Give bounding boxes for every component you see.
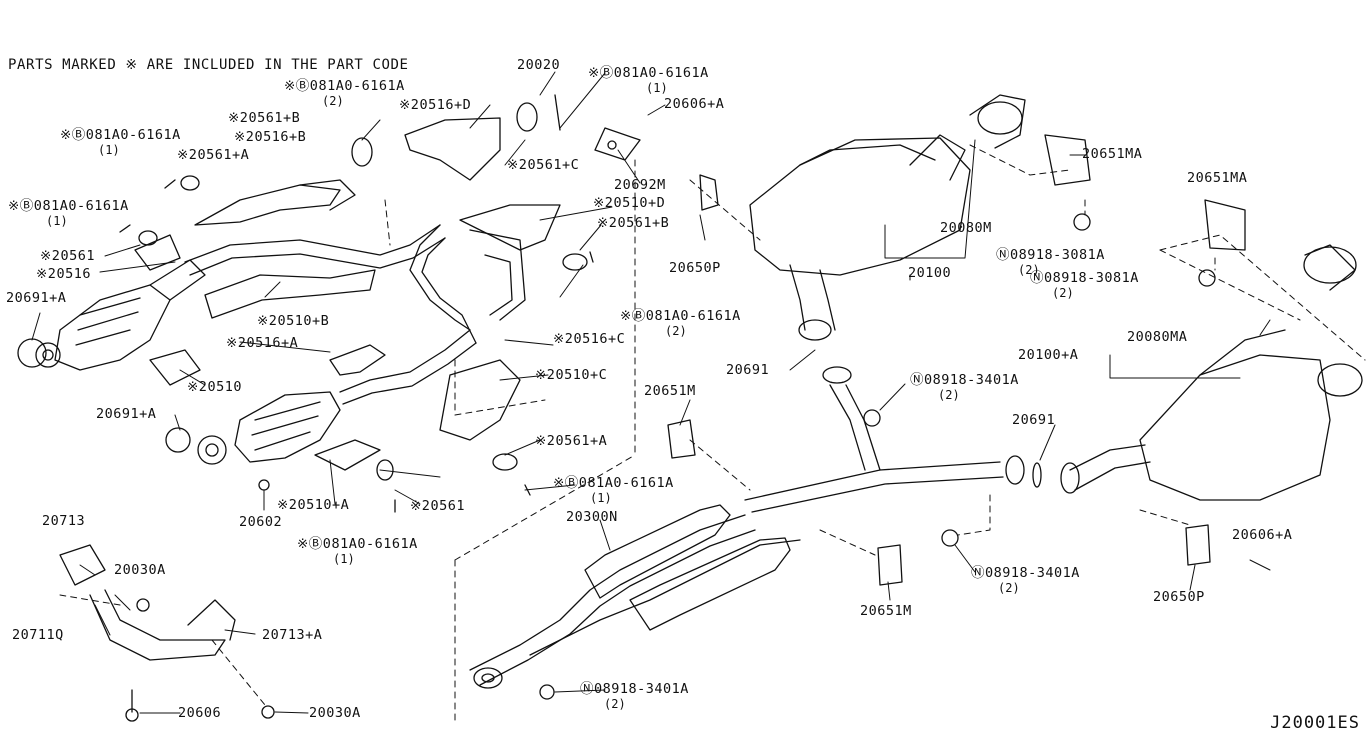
callout-20516b: ※20516+B bbox=[234, 129, 307, 145]
callout-20651ma-2: 20651MA bbox=[1187, 170, 1248, 186]
callout-20080ma: 20080MA bbox=[1127, 329, 1188, 345]
callout-20691-r: 20691 bbox=[1012, 412, 1056, 428]
callout-20651m-top: 20651M bbox=[644, 383, 696, 399]
mounting-brackets-lower-left bbox=[59, 544, 275, 722]
callout-08918-3081-1: Ⓝ08918-3081A bbox=[996, 247, 1105, 263]
callout-08918-3401-top-qty: (2) bbox=[938, 388, 960, 402]
callout-20561b-mid: ※20561+B bbox=[597, 215, 670, 231]
front-catalytic-converter-lower bbox=[165, 391, 341, 465]
callout-20650p-r: 20650P bbox=[1153, 589, 1205, 605]
callout-081a0-left1: ※Ⓑ081A0-6161A bbox=[60, 127, 181, 143]
callout-20692m: 20692M bbox=[614, 177, 666, 193]
muffler-brackets bbox=[539, 134, 1246, 700]
callout-08918-3401-low: Ⓝ08918-3401A bbox=[580, 681, 689, 697]
hangers-center bbox=[667, 174, 1211, 586]
callout-20561: ※20561 bbox=[40, 248, 95, 264]
callout-20510a: ※20510+A bbox=[277, 497, 350, 513]
callout-20100: 20100 bbox=[908, 265, 952, 281]
callout-081a0-low-qty: (1) bbox=[333, 552, 355, 566]
heat-insulators-left bbox=[134, 117, 561, 471]
callout-08918-3401-low-qty: (2) bbox=[604, 697, 626, 711]
callout-081a0-mid1: ※Ⓑ081A0-6161A bbox=[553, 475, 674, 491]
callout-20510c: ※20510+C bbox=[535, 367, 608, 383]
callout-20510d: ※20510+D bbox=[593, 195, 666, 211]
callout-081a0-left1-qty: (1) bbox=[98, 143, 120, 157]
callout-20561c: ※20561+C bbox=[507, 157, 580, 173]
main-muffler-lower bbox=[1060, 244, 1363, 501]
callout-20030a-1: 20030A bbox=[114, 562, 166, 578]
dashed-guides bbox=[59, 144, 1366, 721]
main-muffler-upper bbox=[749, 94, 1026, 471]
callout-20606a-top: 20606+A bbox=[664, 96, 725, 112]
callout-20713: 20713 bbox=[42, 513, 86, 529]
callout-08918-3081-1-qty: (2) bbox=[1018, 263, 1040, 277]
callout-20713a: 20713+A bbox=[262, 627, 323, 643]
callout-081a0-mid2-qty: (2) bbox=[665, 324, 687, 338]
callout-20691a-mid: 20691+A bbox=[96, 406, 157, 422]
callout-081a0-top1-qty: (1) bbox=[646, 81, 668, 95]
callout-081a0-left2-qty: (1) bbox=[46, 214, 68, 228]
callout-20300n: 20300N bbox=[566, 509, 618, 525]
callout-20020: 20020 bbox=[517, 57, 561, 73]
callout-20602: 20602 bbox=[239, 514, 283, 530]
callout-20516d: ※20516+D bbox=[399, 97, 472, 113]
callout-08918-3081-2-qty: (2) bbox=[1052, 286, 1074, 300]
callout-20516c: ※20516+C bbox=[553, 331, 626, 347]
callout-20711q: 20711Q bbox=[12, 627, 64, 643]
callout-20650p-top: 20650P bbox=[669, 260, 721, 276]
callout-081a0-top2-qty: (2) bbox=[322, 94, 344, 108]
diagram-code: J20001ES bbox=[1270, 713, 1360, 733]
callout-20561b-top: ※20561+B bbox=[228, 110, 301, 126]
header-note: PARTS MARKED ※ ARE INCLUDED IN THE PART … bbox=[8, 57, 409, 73]
callout-081a0-mid2: ※Ⓑ081A0-6161A bbox=[620, 308, 741, 324]
callout-20100a: 20100+A bbox=[1018, 347, 1079, 363]
leader-lines bbox=[31, 71, 1271, 714]
callout-20080m: 20080M bbox=[940, 220, 992, 236]
callout-20510: ※20510 bbox=[187, 379, 242, 395]
callout-20030a-2: 20030A bbox=[309, 705, 361, 721]
callout-081a0-mid1-qty: (1) bbox=[590, 491, 612, 505]
callout-20651ma-1: 20651MA bbox=[1082, 146, 1143, 162]
callout-08918-3401-top: Ⓝ08918-3401A bbox=[910, 372, 1019, 388]
callout-08918-3401-mid: Ⓝ08918-3401A bbox=[971, 565, 1080, 581]
callout-20606a-r: 20606+A bbox=[1232, 527, 1293, 543]
callout-20516: ※20516 bbox=[36, 266, 91, 282]
callout-081a0-top1: ※Ⓑ081A0-6161A bbox=[588, 65, 709, 81]
callout-081a0-top2: ※Ⓑ081A0-6161A bbox=[284, 78, 405, 94]
callout-20561a-mid: ※20561+A bbox=[535, 433, 608, 449]
callout-20691a-top: 20691+A bbox=[6, 290, 67, 306]
callout-20606: 20606 bbox=[178, 705, 222, 721]
front-pipe-assembly bbox=[184, 224, 526, 405]
callout-08918-3081-2: Ⓝ08918-3081A bbox=[1030, 270, 1139, 286]
callout-081a0-left2: ※Ⓑ081A0-6161A bbox=[8, 198, 129, 214]
callout-08918-3401-mid-qty: (2) bbox=[998, 581, 1020, 595]
callout-20651m-low: 20651M bbox=[860, 603, 912, 619]
callout-20561-low: ※20561 bbox=[410, 498, 465, 514]
callout-20561a-left: ※20561+A bbox=[177, 147, 250, 163]
callout-20691: 20691 bbox=[726, 362, 770, 378]
callout-081a0-low: ※Ⓑ081A0-6161A bbox=[297, 536, 418, 552]
clamps-and-bolts-left bbox=[119, 94, 641, 513]
callout-20516a: ※20516+A bbox=[226, 335, 299, 351]
callout-20510b: ※20510+B bbox=[257, 313, 330, 329]
